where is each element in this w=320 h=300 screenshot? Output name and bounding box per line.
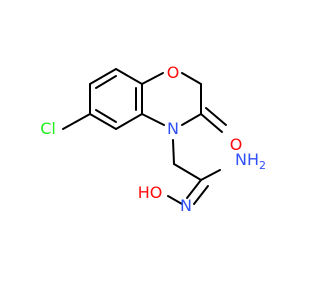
atom-labels: O O N Cl NH2 N HO bbox=[40, 63, 266, 215]
bond-aromatic-2 bbox=[95, 109, 117, 123]
bond-c-o bbox=[141, 72, 164, 85]
bond-ring-4 bbox=[115, 113, 143, 130]
atom-nh2: NH2 bbox=[235, 150, 266, 172]
bond-ring-3 bbox=[89, 113, 117, 130]
atom-o-ring: O bbox=[167, 63, 180, 82]
atom-n-ring: N bbox=[167, 119, 179, 138]
bond-c-cl bbox=[62, 113, 91, 130]
atom-cl: Cl bbox=[40, 119, 56, 138]
atom-nh2-subscript: 2 bbox=[259, 159, 266, 172]
molecule-structure: O O N Cl NH2 N HO bbox=[40, 63, 266, 215]
bond-co-n bbox=[181, 113, 202, 126]
atom-n-oxime: N bbox=[180, 196, 192, 215]
bond-n-ch2 bbox=[172, 139, 175, 165]
bond-n-ho bbox=[167, 195, 183, 205]
bond-o-ch2 bbox=[181, 72, 202, 85]
bond-ketone-2 bbox=[205, 107, 227, 126]
bond-ring-6 bbox=[115, 68, 143, 85]
structure-canvas: O O N Cl NH2 N HO bbox=[40, 63, 266, 215]
bond-ketone-1 bbox=[200, 113, 223, 133]
bond-c-noxime-2 bbox=[193, 185, 209, 205]
atom-nh2-label: NH bbox=[235, 150, 259, 169]
bond-aromatic-1 bbox=[95, 75, 117, 89]
bond-c-nh2 bbox=[200, 169, 221, 181]
atom-o-ketone: O bbox=[230, 135, 243, 154]
bond-n-c bbox=[141, 113, 165, 126]
bond-ring-1 bbox=[89, 68, 117, 85]
atom-ho: HO bbox=[138, 183, 163, 202]
bonds bbox=[62, 68, 227, 205]
bond-c-noxime-1 bbox=[186, 179, 202, 199]
bond-ch2-c bbox=[173, 163, 202, 181]
